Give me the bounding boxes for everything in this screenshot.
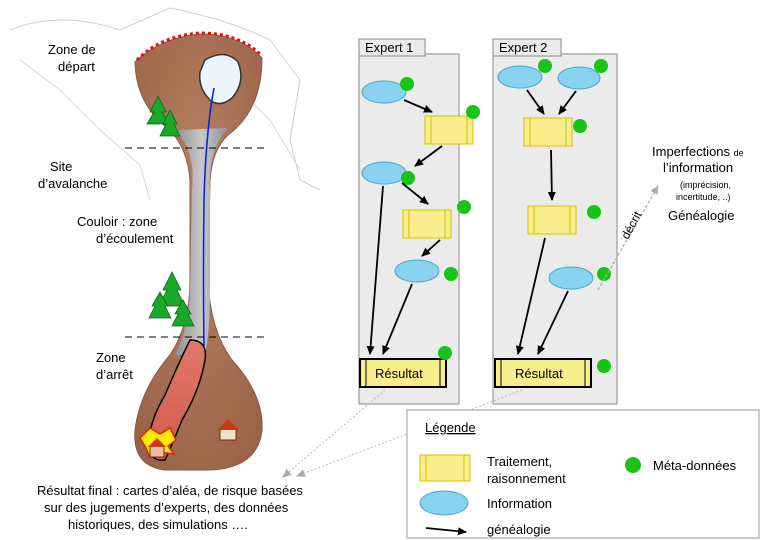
metadata-dot	[444, 267, 458, 281]
label-zone-arret: Zone d’arrêt	[96, 350, 133, 382]
decrit-label: décrit	[618, 208, 644, 241]
process-rect	[528, 206, 576, 234]
label-zone-depart: Zone de départ	[48, 42, 99, 74]
final-result-text: Résultat final : cartes d’aléa, de risqu…	[37, 483, 307, 532]
info-ellipse	[498, 66, 542, 88]
legend-process-swatch	[420, 455, 470, 481]
info-ellipse	[549, 267, 593, 289]
metadata-dot	[538, 59, 552, 73]
process-rect	[425, 116, 473, 144]
expert-1-title: Expert 1	[365, 40, 413, 55]
info-ellipse	[558, 67, 600, 89]
expert-2-title: Expert 2	[499, 40, 547, 55]
metadata-dot	[597, 359, 611, 373]
expert-2-panel: Expert 2 Résultat	[493, 39, 617, 404]
legend-info-swatch	[420, 491, 468, 515]
legend-genealogie: généalogie	[487, 522, 551, 537]
legend-title: Légende	[425, 420, 476, 435]
info-ellipse	[362, 81, 406, 103]
genealogie-label: Généalogie	[668, 208, 735, 223]
legend-metadata-dot	[625, 457, 641, 473]
metadata-dot	[457, 200, 471, 214]
info-ellipse	[362, 162, 406, 184]
metadata-dot	[573, 119, 587, 133]
label-site: Site d’avalanche	[38, 159, 107, 191]
legend-metadonnees: Méta-données	[653, 458, 737, 473]
legend: Légende Traitement, raisonnement Informa…	[407, 410, 759, 538]
imperfections-detail-2: incertitude, ..)	[676, 192, 731, 202]
information-label: l’information	[663, 160, 733, 175]
result-label: Résultat	[515, 366, 563, 381]
imperfections-detail-1: (imprécision,	[680, 180, 731, 190]
expert-1-panel: Expert 1 Résultat	[359, 39, 480, 404]
trees-lower	[149, 272, 194, 326]
imperfections-label: Imperfections de	[652, 144, 744, 159]
metadata-dot	[587, 205, 601, 219]
metadata-dot	[594, 59, 608, 73]
label-couloir: Couloir : zone d’écoulement	[77, 214, 174, 246]
metadata-dot	[466, 105, 480, 119]
result-arrow-1	[283, 390, 385, 477]
process-rect	[403, 210, 451, 238]
metadata-dot	[438, 346, 452, 360]
imperfections-block: Imperfections de l’information (imprécis…	[652, 144, 744, 223]
metadata-dot	[400, 77, 414, 91]
avalanche-site: Zone de départ Site d’avalanche Couloir …	[10, 8, 320, 470]
process-rect	[524, 118, 572, 146]
info-ellipse	[395, 260, 439, 282]
result-label: Résultat	[375, 366, 423, 381]
legend-information: Information	[487, 496, 552, 511]
